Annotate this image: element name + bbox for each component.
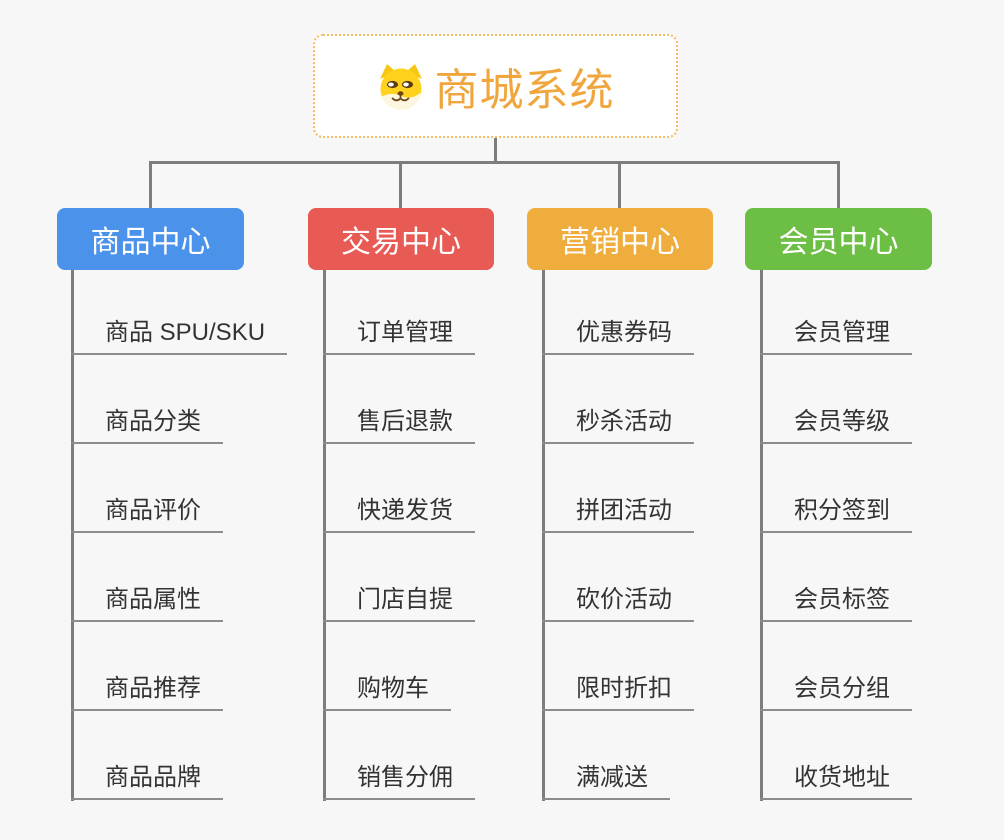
leaf-node[interactable]: 售后退款: [323, 407, 475, 444]
leaf-node[interactable]: 商品品牌: [71, 763, 223, 800]
connector-trunk-3: [542, 270, 545, 801]
branch-label: 会员中心: [778, 226, 899, 259]
connector-drop-3: [618, 161, 621, 208]
leaf-node[interactable]: 商品分类: [71, 407, 223, 444]
leaf-node[interactable]: 优惠券码: [542, 318, 694, 355]
connector-root-stub: [494, 136, 497, 164]
leaf-node[interactable]: 限时折扣: [542, 674, 694, 711]
leaf-node[interactable]: 商品属性: [71, 585, 223, 622]
leaf-node[interactable]: 购物车: [323, 674, 451, 711]
connector-horizontal: [149, 161, 840, 164]
branch-label: 营销中心: [560, 226, 680, 259]
branch-node-trade[interactable]: 交易中心: [308, 208, 494, 270]
leaf-node[interactable]: 商品推荐: [71, 674, 223, 711]
leaf-node[interactable]: 会员分组: [760, 674, 912, 711]
root-title: 商城系统: [434, 66, 615, 115]
branch-node-product[interactable]: 商品中心: [57, 208, 244, 270]
connector-drop-4: [837, 161, 840, 208]
leaf-node[interactable]: 销售分佣: [323, 763, 475, 800]
connector-trunk-4: [760, 270, 763, 801]
connector-drop-2: [399, 161, 402, 208]
branch-node-member[interactable]: 会员中心: [745, 208, 932, 270]
leaf-node[interactable]: 砍价活动: [542, 585, 694, 622]
leaf-node[interactable]: 会员管理: [760, 318, 912, 355]
leaf-node[interactable]: 秒杀活动: [542, 407, 694, 444]
connector-drop-1: [149, 161, 152, 208]
branch-label: 商品中心: [90, 226, 211, 259]
leaf-node[interactable]: 商品 SPU/SKU: [71, 318, 288, 355]
leaf-node[interactable]: 快递发货: [323, 496, 475, 533]
leaf-node[interactable]: 满减送: [542, 763, 670, 800]
leaf-node[interactable]: 拼团活动: [542, 496, 694, 533]
connector-trunk-2: [323, 270, 326, 801]
leaf-node[interactable]: 会员等级: [760, 407, 912, 444]
connector-trunk-1: [71, 270, 74, 801]
leaf-node[interactable]: 订单管理: [323, 318, 475, 355]
leaf-node[interactable]: 收货地址: [760, 763, 912, 800]
leaf-node[interactable]: 积分签到: [760, 496, 912, 533]
leaf-node[interactable]: 商品评价: [71, 496, 223, 533]
leaf-node[interactable]: 门店自提: [323, 585, 475, 622]
branch-node-marketing[interactable]: 营销中心: [527, 208, 713, 270]
root-node[interactable]: 商城系统: [313, 34, 678, 138]
leaf-node[interactable]: 会员标签: [760, 585, 912, 622]
branch-label: 交易中心: [341, 226, 461, 259]
shiba-dog-icon: [379, 64, 422, 110]
